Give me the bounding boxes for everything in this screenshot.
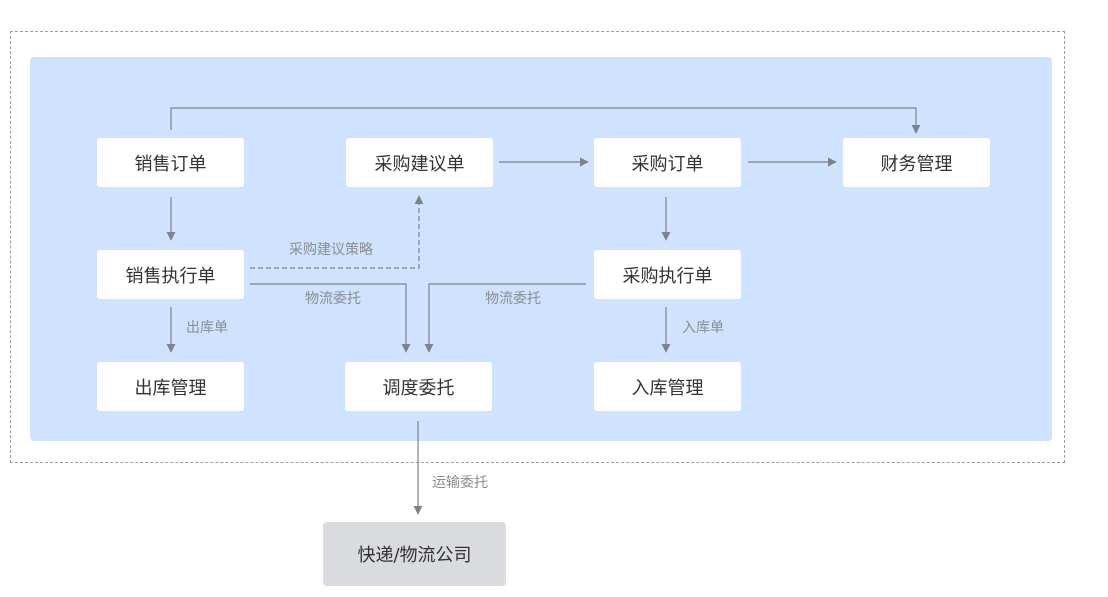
node-finance[interactable]: 财务管理 xyxy=(843,138,990,187)
label-inbound-doc: 入库单 xyxy=(682,320,724,336)
node-outbound-management[interactable]: 出库管理 xyxy=(97,362,244,411)
node-dispatch-entrust[interactable]: 调度委托 xyxy=(345,362,492,411)
label-logistics-entrust-right: 物流委托 xyxy=(485,291,541,307)
edge-sales-exec-to-dispatch xyxy=(250,283,411,353)
label-outbound-doc: 出库单 xyxy=(186,320,228,336)
node-sales-execution[interactable]: 销售执行单 xyxy=(97,250,244,299)
node-purchase-suggestion[interactable]: 采购建议单 xyxy=(346,138,493,187)
edge-sales-order-to-finance xyxy=(170,107,921,134)
node-inbound-management[interactable]: 入库管理 xyxy=(594,362,741,411)
label-purchase-suggestion-strategy: 采购建议策略 xyxy=(289,242,373,258)
label-transport-entrust: 运输委托 xyxy=(432,475,488,491)
system-boundary xyxy=(10,31,1065,463)
edge-purchase-exec-to-dispatch xyxy=(424,283,586,353)
node-purchase-order[interactable]: 采购订单 xyxy=(594,138,741,187)
label-logistics-entrust-left: 物流委托 xyxy=(305,291,361,307)
node-sales-order[interactable]: 销售订单 xyxy=(97,138,244,187)
edge-strategy-dashed xyxy=(250,195,424,269)
node-purchase-execution[interactable]: 采购执行单 xyxy=(594,250,741,299)
node-courier-company[interactable]: 快递/物流公司 xyxy=(323,522,506,586)
